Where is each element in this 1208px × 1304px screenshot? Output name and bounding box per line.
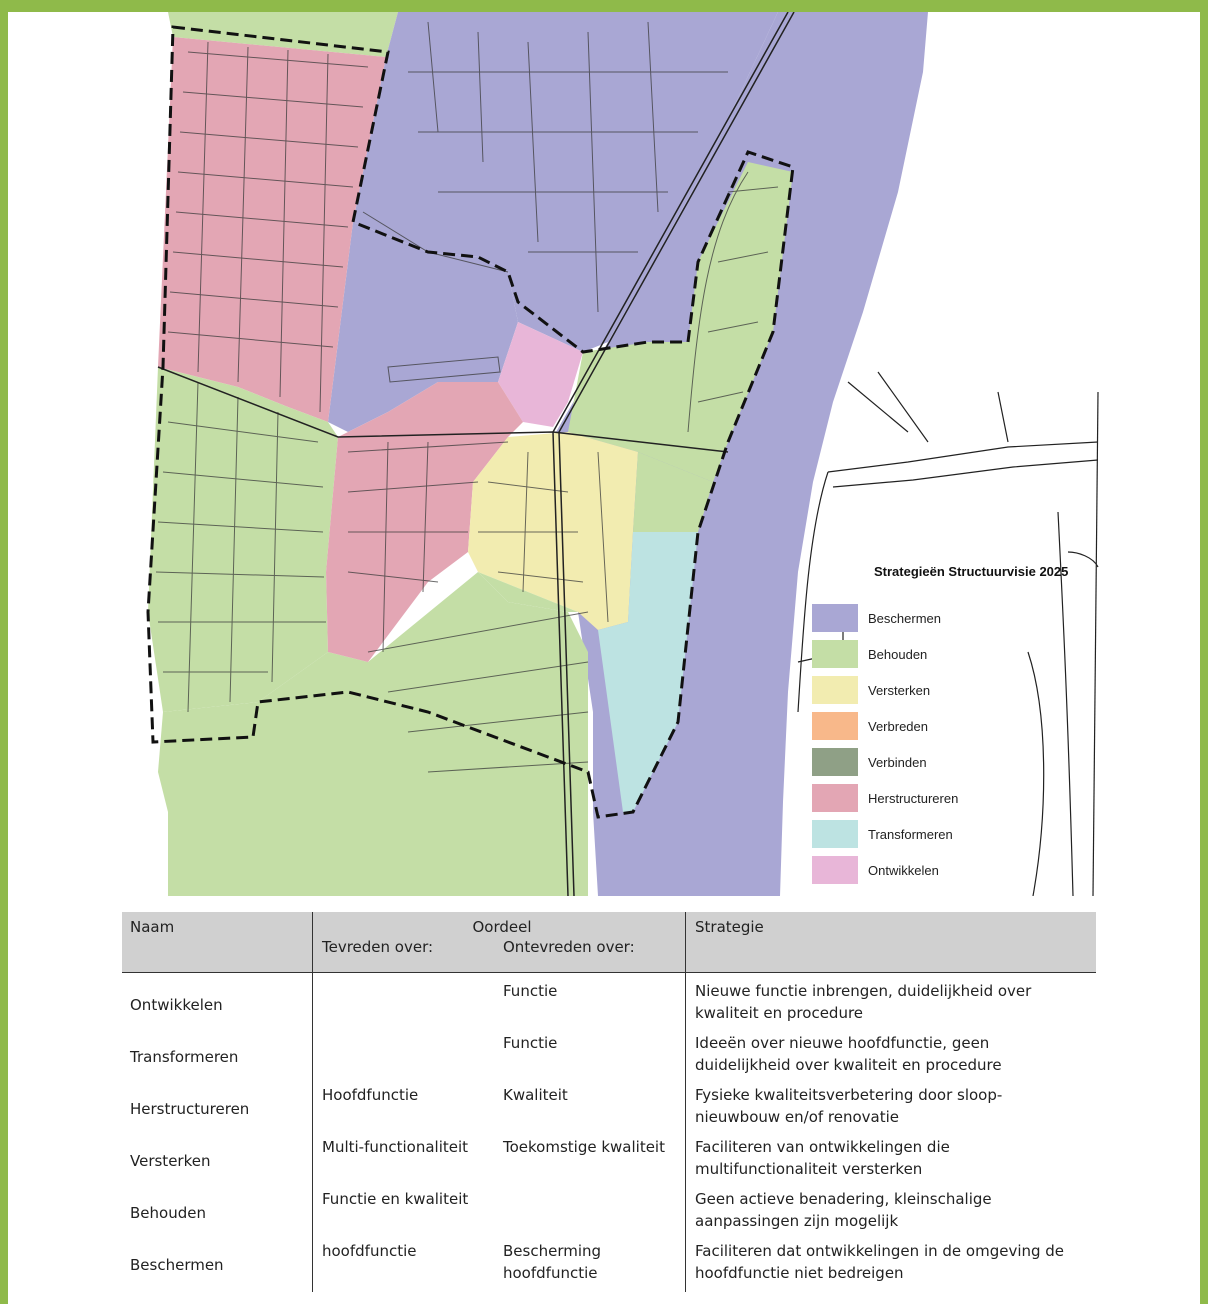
table-row: Herstructureren Hoofdfunctie Kwaliteit Fysi…	[122, 1082, 1096, 1136]
table-header: Naam Oordeel Tevreden over: Ontevreden o…	[122, 912, 1096, 973]
zone-herstructureren-nw	[158, 37, 386, 422]
legend-label: Ontwikkelen	[868, 863, 939, 878]
legend-item: Herstructureren	[812, 784, 1072, 814]
cell-naam: Transformeren	[130, 1048, 239, 1066]
legend-swatch	[812, 748, 858, 776]
cell-ontevreden: Functie	[503, 982, 558, 1000]
table-row: Ontwikkelen Functie Nieuwe functie inbreng…	[122, 978, 1096, 1032]
cell-ontevreden: Bescherming hoofdfunctie	[503, 1242, 602, 1282]
header-strategie: Strategie	[695, 918, 764, 936]
zone-behouden-east	[568, 162, 793, 482]
cell-tevreden: Functie en kwaliteit	[322, 1190, 469, 1208]
zone-behouden-park	[428, 572, 578, 612]
legend-item: Behouden	[812, 640, 1072, 670]
cell-ontevreden: Toekomstige kwaliteit	[503, 1138, 665, 1156]
header-oordeel: Oordeel	[472, 918, 532, 936]
cell-strategie: Fysieke kwaliteitsverbetering door sloop…	[695, 1086, 1003, 1126]
zone-beschermen-north	[353, 12, 778, 352]
cell-naam: Versterken	[130, 1152, 211, 1170]
cell-tevreden: Multi-functionaliteit	[322, 1138, 469, 1156]
cell-strategie: Geen actieve benadering, kleinschalige a…	[695, 1190, 992, 1230]
table-row: Transformeren Functie Ideeën over nieuwe h…	[122, 1030, 1096, 1084]
zone-herstructureren-mid	[338, 382, 523, 437]
table-divider-1	[312, 912, 313, 1292]
cell-strategie: Faciliteren dat ontwikkelingen in de omg…	[695, 1242, 1065, 1282]
legend-item: Verbinden	[812, 748, 1072, 778]
header-naam: Naam	[130, 918, 175, 936]
zone-ontwikkelen	[498, 322, 583, 427]
map-legend: Strategieën Structuurvisie 2025 Bescherm…	[812, 564, 1092, 894]
cell-naam: Ontwikkelen	[130, 996, 223, 1014]
legend-swatch	[812, 604, 858, 632]
legend-swatch	[812, 784, 858, 812]
legend-label: Versterken	[868, 683, 931, 698]
cell-tevreden: Hoofdfunctie	[322, 1086, 419, 1104]
zone-herstructureren-central	[326, 437, 508, 662]
cell-ontevreden: Functie	[503, 1034, 558, 1052]
cell-strategie: Ideeën over nieuwe hoofdfunctie, geen du…	[695, 1034, 1002, 1074]
header-tevreden: Tevreden over:	[322, 938, 434, 956]
legend-item: Ontwikkelen	[812, 856, 1072, 886]
zone-transformeren	[598, 532, 698, 812]
legend-swatch	[812, 712, 858, 740]
legend-label: Herstructureren	[868, 791, 959, 806]
legend-label: Verbreden	[868, 719, 928, 734]
legend-title: Strategieën Structuurvisie 2025	[874, 564, 1069, 579]
zone-beschermen-harbour	[328, 222, 518, 432]
cell-ontevreden: Kwaliteit	[503, 1086, 568, 1104]
table-row: Versterken Multi-functionaliteit Toekomsti…	[122, 1134, 1096, 1188]
legend-label: Beschermen	[868, 611, 941, 626]
zone-behouden-south	[158, 572, 588, 896]
page-frame: Strategieën Structuurvisie 2025 Bescherm…	[8, 12, 1200, 1304]
zone-versterken	[468, 432, 638, 630]
legend-label: Behouden	[868, 647, 928, 662]
table-row: Behouden Functie en kwaliteit Geen actieve…	[122, 1186, 1096, 1240]
legend-item: Versterken	[812, 676, 1072, 706]
zone-behouden-west	[148, 367, 338, 712]
legend-item: Beschermen	[812, 604, 1072, 634]
header-ontevreden: Ontevreden over:	[503, 938, 635, 956]
zone-behouden-center-east	[633, 452, 713, 532]
map-svg	[8, 12, 1200, 896]
legend-label: Transformeren	[868, 827, 953, 842]
cell-naam: Behouden	[130, 1204, 206, 1222]
legend-swatch	[812, 856, 858, 884]
cell-tevreden: hoofdfunctie	[322, 1242, 417, 1260]
cell-naam: Beschermen	[130, 1256, 224, 1274]
table-row: Beschermen hoofdfunctie Bescherming hoofdf…	[122, 1238, 1096, 1292]
legend-swatch	[812, 640, 858, 668]
table-divider-2	[685, 912, 686, 1292]
legend-item: Transformeren	[812, 820, 1072, 850]
strategy-table: Naam Oordeel Tevreden over: Ontevreden o…	[122, 912, 1096, 1292]
cell-strategie: Faciliteren van ontwikkelingen die multi…	[695, 1138, 950, 1178]
legend-item: Verbreden	[812, 712, 1072, 742]
legend-swatch	[812, 676, 858, 704]
legend-swatch	[812, 820, 858, 848]
strategy-map	[8, 12, 1200, 896]
cell-naam: Herstructureren	[130, 1100, 250, 1118]
legend-label: Verbinden	[868, 755, 927, 770]
cell-strategie: Nieuwe functie inbrengen, duidelijkheid …	[695, 982, 1032, 1022]
